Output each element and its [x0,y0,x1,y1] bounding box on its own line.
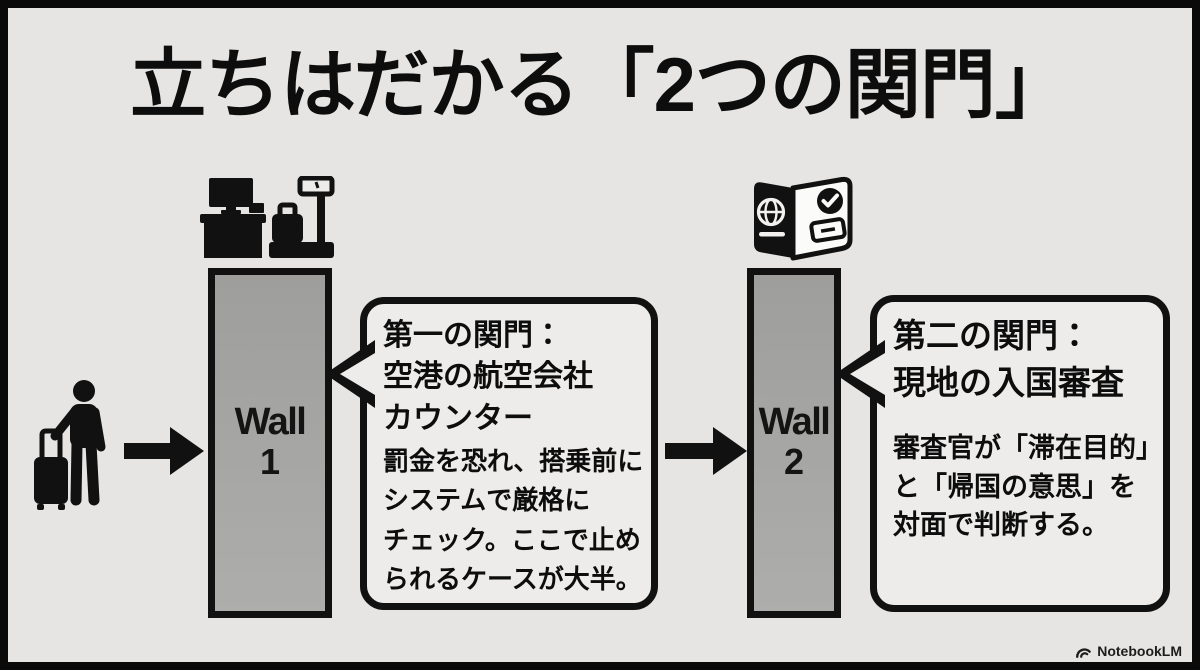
bubble2-body: 審査官が「滞在目的」 と「帰国の意思」を 対面で判断する。 [893,429,1163,546]
wall-2: Wall 2 [747,268,841,618]
bubble-tail-left-icon [325,340,375,408]
bubble2-body-line: 審査官が「滞在目的」 [893,432,1163,463]
bubble1-body: 罰金を恐れ、搭乗前に システムで厳格に チェック。ここで止め られるケースが大半… [383,442,643,599]
right-arrow-icon [665,427,747,475]
watermark-brand: NotebookLM [1097,643,1182,659]
bubble2-heading-line: 第二の関門： [893,317,1091,354]
notebooklm-logo-icon [1076,647,1092,658]
bubble1-body-line: 罰金を恐れ、搭乗前に [383,446,644,477]
bubble-tail-left-icon [835,340,885,408]
bubble1-heading-line: 第一の関門： [383,319,563,352]
bubble1-body-line: チェック。ここで止め [383,524,641,555]
speech-bubble-first-gate: 第一の関門： 空港の航空会社 カウンター 罰金を恐れ、搭乗前に システムで厳格に… [325,297,658,610]
traveler-with-suitcase-icon [34,380,106,510]
bubble2-heading-line: 現地の入国審査 [893,363,1124,401]
passport-icon [754,176,853,261]
bubble2-body-line: と「帰国の意思」を [893,471,1136,502]
airline-checkin-counter-icon [200,176,335,258]
bubble1-heading-line: カウンター [383,401,533,435]
wall-1-label: Wall [234,401,307,444]
wall-2-number: 2 [783,441,805,483]
watermark: NotebookLM [1075,643,1182,659]
speech-bubble-second-gate: 第二の関門： 現地の入国審査 審査官が「滞在目的」 と「帰国の意思」を 対面で判… [835,295,1170,612]
bubble1-body-line: システムで厳格に [383,485,591,516]
right-arrow-icon [124,427,204,475]
wall-2-label: Wall [758,401,831,444]
bubble2-body-line: 対面で判断する。 [893,510,1109,541]
bubble1-heading-line: 空港の航空会社 [383,360,593,394]
bubble1-body-line: られるケースが大半。 [383,563,642,594]
wall-1: Wall 1 [208,268,332,618]
wall-1-number: 1 [259,441,281,483]
page-title: 立ちはだかる「2つの関門」 [130,43,1071,128]
